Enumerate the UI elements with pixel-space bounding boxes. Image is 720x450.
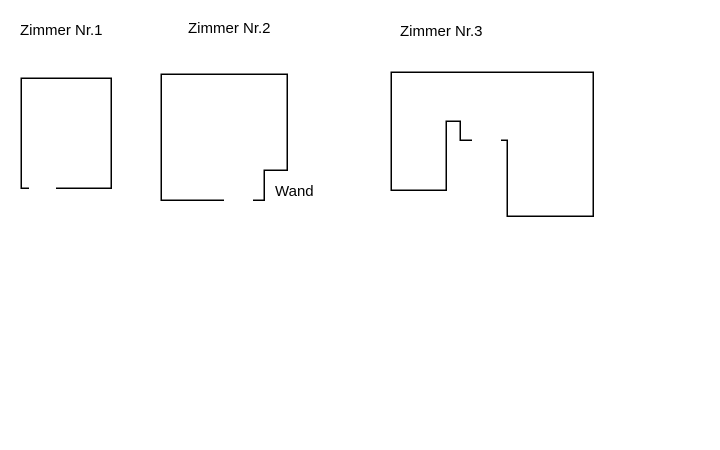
- room-1-title: Zimmer Nr.1: [20, 22, 103, 39]
- room-2-walls: [160, 73, 288, 201]
- room-3-walls-left: [390, 71, 594, 217]
- room-2-title: Zimmer Nr.2: [188, 20, 271, 37]
- room-3-title: Zimmer Nr.3: [400, 23, 483, 40]
- room-1-walls: [20, 77, 112, 189]
- wall-label: Wand: [275, 183, 314, 200]
